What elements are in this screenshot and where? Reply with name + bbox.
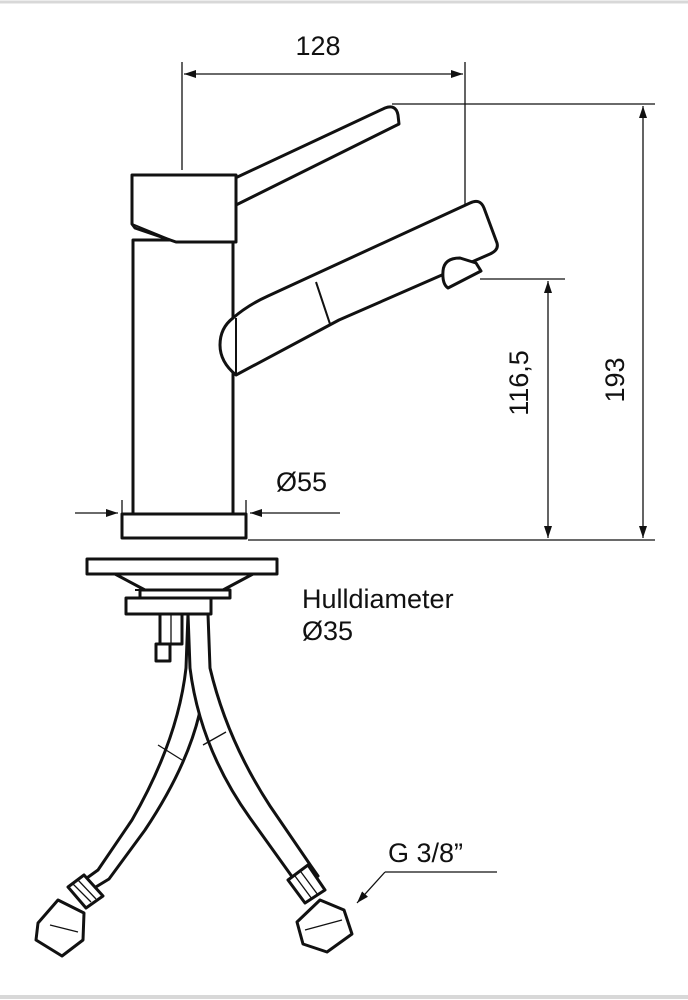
dimension-base-diameter-label: Ø55 bbox=[276, 467, 327, 497]
mounting-bracket bbox=[113, 572, 255, 592]
body-cylinder bbox=[131, 238, 235, 516]
spout-joint-line bbox=[315, 281, 331, 325]
dimension-spout-height-label: 116,5 bbox=[504, 350, 534, 416]
thread-callout: G 3/8” bbox=[356, 838, 497, 904]
hole-diameter-title: Hulldiameter bbox=[302, 584, 454, 614]
dimension-spout-height: 116,5 bbox=[480, 278, 565, 538]
thread-callout-label: G 3/8” bbox=[388, 838, 463, 868]
hole-diameter-note: Hulldiameter Ø35 bbox=[302, 584, 454, 646]
faucet-body bbox=[120, 105, 499, 540]
hole-diameter-value: Ø35 bbox=[302, 616, 353, 646]
spout bbox=[218, 199, 499, 377]
dimension-base-diameter: Ø55 bbox=[75, 467, 340, 530]
mounting-plate bbox=[85, 557, 279, 576]
aerator bbox=[441, 256, 483, 290]
cartridge-head bbox=[130, 173, 238, 244]
dimension-total-height: 193 bbox=[248, 103, 655, 541]
lever-handle bbox=[229, 105, 401, 207]
dimension-total-height-label: 193 bbox=[600, 357, 630, 402]
hose-nut-right bbox=[295, 898, 354, 954]
supply-hose-right bbox=[186, 612, 354, 954]
supply-hose-left bbox=[34, 612, 208, 958]
mounting-hardware bbox=[85, 557, 279, 663]
base-ring bbox=[120, 512, 248, 540]
mounting-nut bbox=[124, 596, 213, 616]
dimension-spout-reach-label: 128 bbox=[295, 31, 340, 61]
